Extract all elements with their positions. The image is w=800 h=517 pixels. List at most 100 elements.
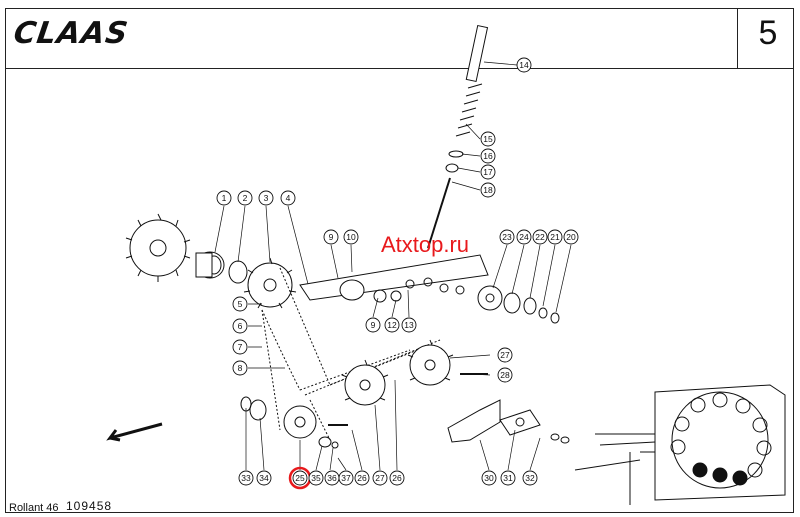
callout-circle <box>497 347 513 363</box>
page-number: 5 <box>758 14 778 52</box>
callout-4: 4 <box>280 190 296 206</box>
callout-20: 20 <box>563 229 579 245</box>
callout-label: 16 <box>483 151 493 161</box>
callout-label: 13 <box>404 320 414 330</box>
callout-label: 9 <box>371 320 376 330</box>
callout-16: 16 <box>480 148 496 164</box>
callout-label: 8 <box>238 363 243 373</box>
callout-circle <box>480 131 496 147</box>
callout-23: 23 <box>499 229 515 245</box>
callout-circle <box>532 229 548 245</box>
callout-circle <box>216 190 232 206</box>
callout-circle <box>499 229 515 245</box>
callout-label: 24 <box>519 232 529 242</box>
callout-circle <box>232 296 248 312</box>
callout-circle <box>480 148 496 164</box>
callout-circle <box>338 470 354 486</box>
direction-arrow-icon <box>106 422 163 442</box>
callout-circle <box>500 470 516 486</box>
callout-label: 26 <box>357 473 367 483</box>
callout-label: 28 <box>500 370 510 380</box>
callout-label: 17 <box>483 167 493 177</box>
callout-label: 6 <box>238 321 243 331</box>
callout-circle <box>354 470 370 486</box>
callout-circle <box>292 470 308 486</box>
callout-circle <box>232 339 248 355</box>
callout-circle <box>480 182 496 198</box>
callout-2: 2 <box>237 190 253 206</box>
header-page-divider <box>737 8 738 68</box>
callout-label: 20 <box>566 232 576 242</box>
callout-circle <box>401 317 417 333</box>
callout-label: 4 <box>286 193 291 203</box>
callout-circle <box>480 164 496 180</box>
callout-31: 31 <box>500 470 516 486</box>
sprocket-27-pair <box>341 339 454 406</box>
callout-label: 30 <box>484 473 494 483</box>
chain-upper <box>261 267 431 391</box>
callout-circle <box>384 317 400 333</box>
callout-circle <box>563 229 579 245</box>
callout-label: 31 <box>503 473 513 483</box>
callout-label: 26 <box>392 473 402 483</box>
callout-27: 27 <box>372 470 388 486</box>
callout-label: 10 <box>346 232 356 242</box>
callout-3: 3 <box>258 190 274 206</box>
callout-label: 33 <box>241 473 251 483</box>
callout-5: 5 <box>232 296 248 312</box>
callout-33: 33 <box>238 470 254 486</box>
hub-part <box>195 251 225 279</box>
watermark-text: Atxtop.ru <box>381 232 470 257</box>
callout-1: 1 <box>216 190 232 206</box>
callout-32: 32 <box>522 470 538 486</box>
callout-circle <box>308 470 324 486</box>
callout-12: 12 <box>384 317 400 333</box>
callout-label: 7 <box>238 342 243 352</box>
callout-circle <box>238 470 254 486</box>
callout-circle <box>389 470 405 486</box>
callout-circle <box>280 190 296 206</box>
callout-circle <box>232 360 248 376</box>
tension-spring-assembly <box>427 24 489 249</box>
callout-label: 15 <box>483 134 493 144</box>
callout-label: 34 <box>259 473 269 483</box>
callout-circle <box>343 229 359 245</box>
callout-35: 35 <box>308 470 324 486</box>
callout-label: 18 <box>483 185 493 195</box>
small-sprocket-right <box>477 285 560 324</box>
callout-label: 3 <box>264 193 269 203</box>
callout-label: 22 <box>535 232 545 242</box>
drawing-code: 109458 <box>66 499 113 513</box>
callout-9: 9 <box>365 317 381 333</box>
callout-label: 23 <box>502 232 512 242</box>
machine-thumbnail-icon <box>574 384 786 505</box>
callout-label: 1 <box>222 193 227 203</box>
callout-label: 32 <box>525 473 535 483</box>
callout-36: 36 <box>324 470 340 486</box>
callout-circle <box>481 470 497 486</box>
leader-lines <box>214 61 572 471</box>
callout-15: 15 <box>480 131 496 147</box>
callout-label: 37 <box>341 473 351 483</box>
callout-label: 25 <box>295 473 305 483</box>
callout-37: 37 <box>338 470 354 486</box>
callout-circle <box>258 190 274 206</box>
callout-30: 30 <box>481 470 497 486</box>
callout-circle <box>516 229 532 245</box>
callout-27: 27 <box>497 347 513 363</box>
callout-label: 27 <box>500 350 510 360</box>
callout-circle <box>547 229 563 245</box>
callout-label: 14 <box>519 60 529 70</box>
idler-arm-assembly <box>299 254 489 303</box>
callout-label: 12 <box>387 320 397 330</box>
callout-circle <box>516 57 532 73</box>
header-divider <box>5 68 794 69</box>
callout-circle <box>497 367 513 383</box>
callout-label: 27 <box>375 473 385 483</box>
large-sprocket-left <box>125 213 191 282</box>
page-frame <box>5 8 794 513</box>
sprocket-3 <box>243 257 297 309</box>
callout-25: 25 <box>288 466 312 490</box>
